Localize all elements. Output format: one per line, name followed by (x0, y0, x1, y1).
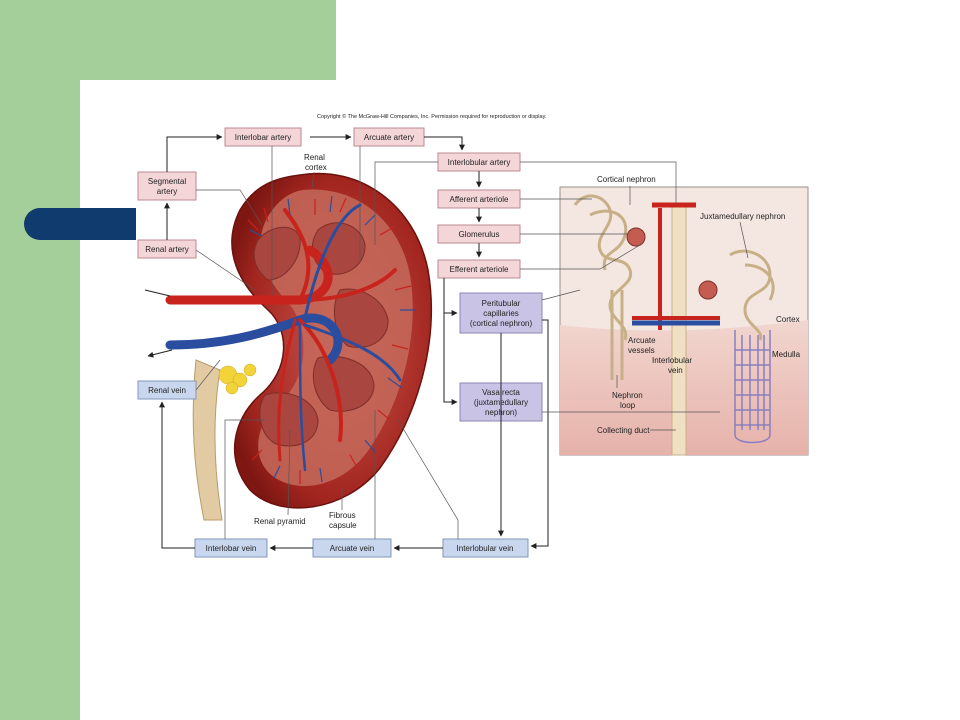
segmental-artery-box (137, 171, 197, 201)
interlobular-vein-inset-label-2: vein (668, 366, 683, 375)
afferent-arteriole-text: Afferent arteriole (450, 195, 510, 204)
renal-artery-text: Renal artery (145, 245, 189, 254)
arcuate-vessels-label-1: Arcuate (628, 336, 656, 345)
interlobar-vein-text: Interlobar vein (206, 544, 257, 553)
kidney-illustration (144, 172, 433, 521)
green-top-band (0, 0, 336, 80)
interlobar-artery-box (224, 127, 302, 147)
cortical-nephron-label: Cortical nephron (597, 175, 656, 184)
interlobular-vein-text: Interlobular vein (457, 544, 514, 553)
renal-cortex-label-1: Renal (304, 153, 325, 162)
peritubular-text-1: Peritubular (482, 299, 521, 308)
fibrous-capsule-label-2: capsule (329, 521, 357, 530)
renal-artery-in-arrow (144, 289, 171, 297)
interlobar-artery-text: Interlobar artery (235, 133, 291, 142)
nephron-inset: Cortical nephron Juxtamedullary nephron … (559, 175, 809, 456)
navy-accent-bar (24, 208, 136, 240)
interlobular-artery-text: Interlobular artery (448, 158, 511, 167)
renal-pyramid-label: Renal pyramid (254, 517, 306, 526)
flow-arrows (159, 134, 549, 551)
juxtamedullary-nephron-label: Juxtamedullary nephron (700, 212, 785, 221)
copyright-line: Copyright © The McGraw-Hill Companies, I… (317, 113, 547, 120)
efferent-arteriole-text: Efferent arteriole (450, 265, 510, 274)
interlobular-vein-inset-label-1: Interlobular (652, 356, 692, 365)
cortex-label: Cortex (776, 315, 800, 324)
arcuate-artery-text: Arcuate artery (364, 133, 414, 142)
content-corner (80, 80, 160, 160)
peritubular-text-3: (cortical nephron) (470, 319, 533, 328)
arcuate-vessels-label-2: vessels (628, 346, 655, 355)
medulla-label: Medulla (772, 350, 801, 359)
green-side-band (0, 0, 80, 720)
fibrous-capsule-label-1: Fibrous (329, 511, 356, 520)
segmental-artery-text-2: artery (157, 187, 177, 196)
glomerulus-text: Glomerulus (459, 230, 500, 239)
renal-vein-text: Renal vein (148, 386, 186, 395)
nephron-loop-label-2: loop (620, 401, 636, 410)
nephron-loop-label-1: Nephron (612, 391, 643, 400)
collecting-duct-label: Collecting duct (597, 426, 650, 435)
segmental-artery-text-1: Segmental (148, 177, 186, 186)
arcuate-vein-text: Arcuate vein (330, 544, 374, 553)
leader-lines (195, 146, 720, 539)
renal-cortex-label-2: cortex (305, 163, 327, 172)
renal-vein-out-arrow (147, 349, 173, 358)
peritubular-text-2: capillaries (483, 309, 519, 318)
peritubular-capillaries-box (459, 292, 543, 334)
